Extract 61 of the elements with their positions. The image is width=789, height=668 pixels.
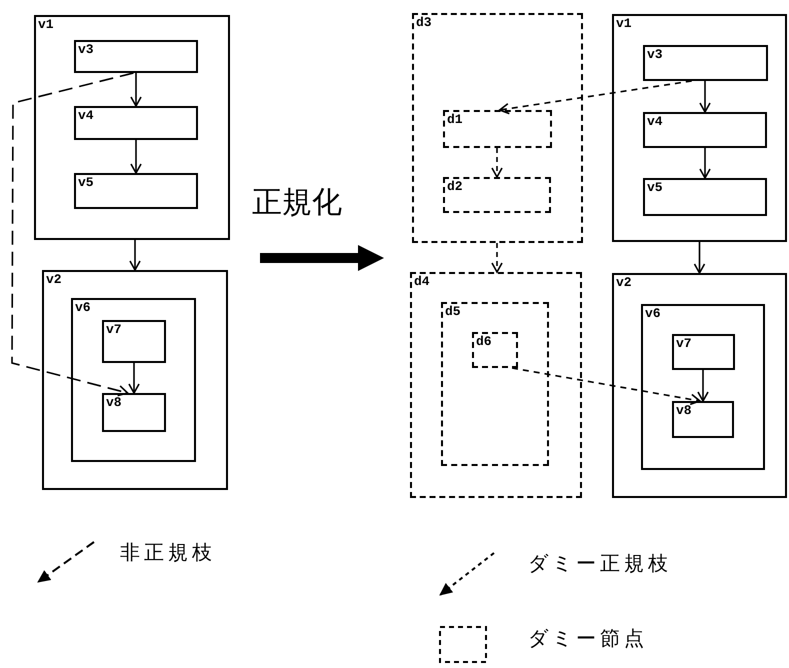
node-label: v1	[616, 17, 632, 30]
node-label: d1	[447, 113, 463, 126]
node-box	[643, 45, 768, 81]
transform-label: 正規化	[252, 188, 342, 218]
node-box	[612, 273, 787, 498]
dashed-arrow	[491, 148, 503, 178]
node-label: v1	[38, 18, 54, 31]
node-label: v2	[46, 273, 62, 286]
node-box	[102, 393, 166, 432]
node-box	[643, 112, 767, 148]
arrow	[128, 363, 140, 394]
dashed-arrow	[491, 243, 503, 273]
dummy-node-box	[410, 272, 582, 498]
node-label: d4	[414, 275, 430, 288]
node-label: v4	[78, 109, 94, 122]
node-label: v7	[676, 337, 692, 350]
node-box	[74, 173, 198, 209]
node-label: v3	[647, 48, 663, 61]
node-label: v3	[78, 43, 94, 56]
arrow	[699, 81, 711, 113]
dummy-node-box	[443, 110, 552, 148]
dummy-node-box	[472, 332, 518, 368]
arrow	[129, 240, 141, 271]
node-box	[672, 401, 734, 438]
legend-label: 非正規枝	[120, 542, 216, 562]
arrow	[694, 242, 706, 274]
dashed-arrow	[498, 80, 692, 114]
dashed-arrow	[512, 367, 701, 406]
arrow	[130, 73, 142, 107]
node-label: d2	[447, 180, 463, 193]
node-label: v2	[616, 276, 632, 289]
node-box	[74, 40, 198, 73]
dummy-node-box	[441, 302, 549, 466]
arrow	[130, 140, 142, 174]
node-label: d5	[445, 305, 461, 318]
node-label: v4	[647, 115, 663, 128]
node-box	[42, 270, 228, 490]
arrow	[697, 370, 709, 402]
node-box	[612, 14, 787, 242]
legend-label: ダミー正規枝	[528, 553, 672, 573]
node-box	[71, 298, 196, 462]
node-box	[641, 304, 765, 470]
node-label: v5	[78, 176, 94, 189]
arrow	[699, 148, 711, 179]
dummy-node-box	[443, 177, 551, 213]
node-label: d6	[476, 335, 492, 348]
node-box	[102, 320, 166, 363]
node-box	[74, 106, 198, 140]
dummy-node-box	[412, 13, 583, 243]
node-label: v5	[647, 181, 663, 194]
legend-label: ダミー節点	[528, 628, 648, 648]
dashed-arrow	[11, 72, 134, 396]
node-label: v6	[75, 301, 91, 314]
node-box	[672, 334, 735, 370]
node-label: v6	[645, 307, 661, 320]
node-label: v8	[676, 404, 692, 417]
node-label: d3	[416, 16, 432, 29]
node-label: v7	[106, 323, 122, 336]
node-box	[643, 178, 767, 216]
node-box	[34, 15, 230, 240]
node-label: v8	[106, 396, 122, 409]
